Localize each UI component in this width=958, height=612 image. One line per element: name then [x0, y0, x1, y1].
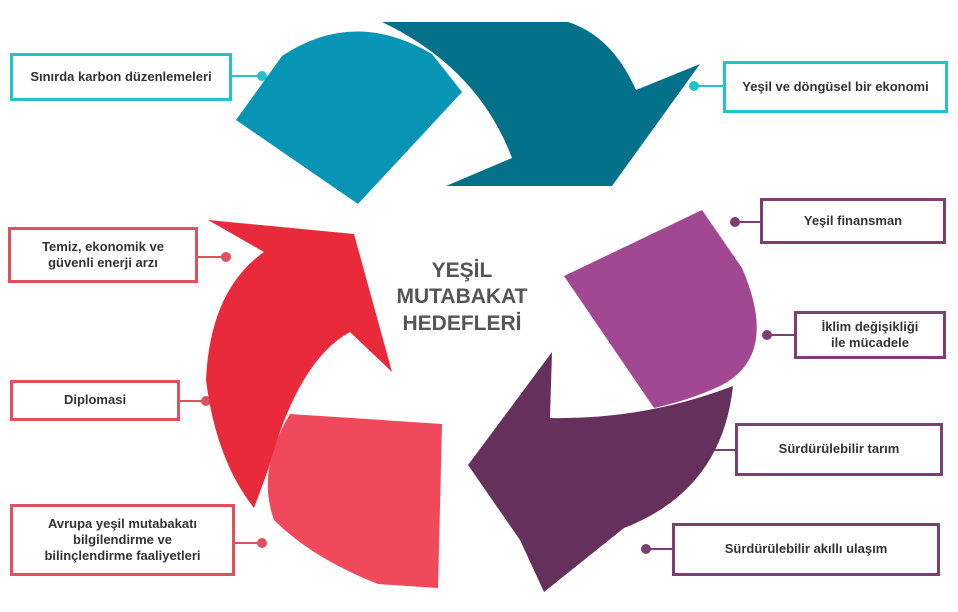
label-awareness-line-2: bilgilendirme ve: [73, 531, 172, 547]
blade-purple-light: [564, 210, 757, 408]
label-carbon: Sınırda karbon düzenlemeleri: [10, 53, 232, 101]
connector-dot-diplomacy: [201, 396, 211, 406]
label-energy-line-1: Temiz, ekonomik ve: [42, 238, 164, 254]
connector-dot-awareness: [257, 538, 267, 548]
connector-dot-economy: [689, 81, 699, 91]
label-agriculture: Sürdürülebilir tarım: [735, 423, 943, 476]
label-awareness-line-1: Avrupa yeşil mutabakatı: [47, 515, 198, 531]
title-line-2: MUTABAKAT: [396, 285, 528, 309]
label-energy: Temiz, ekonomik ve güvenli enerji arzı: [8, 227, 198, 283]
label-awareness: Avrupa yeşil mutabakatı bilgilendirme ve…: [10, 504, 235, 576]
label-climate-line-1: İklim değişikliği: [821, 318, 919, 334]
label-transport: Sürdürülebilir akıllı ulaşım: [672, 523, 940, 576]
label-climate-line-2: ile mücadele: [830, 335, 910, 350]
connector-dot-energy: [221, 252, 231, 262]
label-diplomacy: Diplomasi: [10, 380, 180, 421]
blade-pink: [267, 414, 442, 588]
arrow-teal-dark: [382, 22, 700, 186]
label-awareness-line-3: bilinçlendirme faaliyetleri: [44, 548, 201, 564]
label-climate: İklim değişikliği ile mücadele: [794, 311, 946, 359]
label-economy: Yeşil ve döngüsel bir ekonomi: [723, 61, 948, 113]
connector-dot-transport: [641, 544, 651, 554]
diagram-title: YEŞİL MUTABAKAT HEDEFLERİ: [378, 258, 546, 337]
arrow-purple-dark: [468, 352, 733, 592]
connector-dot-carbon: [257, 71, 267, 81]
blade-teal-light: [236, 31, 462, 204]
title-line-1: YEŞİL: [431, 259, 493, 282]
title-line-3: HEDEFLERİ: [402, 311, 522, 335]
label-finance: Yeşil finansman: [760, 198, 946, 244]
label-energy-line-2: güvenli enerji arzı: [48, 255, 158, 270]
arrow-red: [206, 220, 392, 508]
connector-dot-climate: [762, 330, 772, 340]
connector-dot-finance: [730, 217, 740, 227]
